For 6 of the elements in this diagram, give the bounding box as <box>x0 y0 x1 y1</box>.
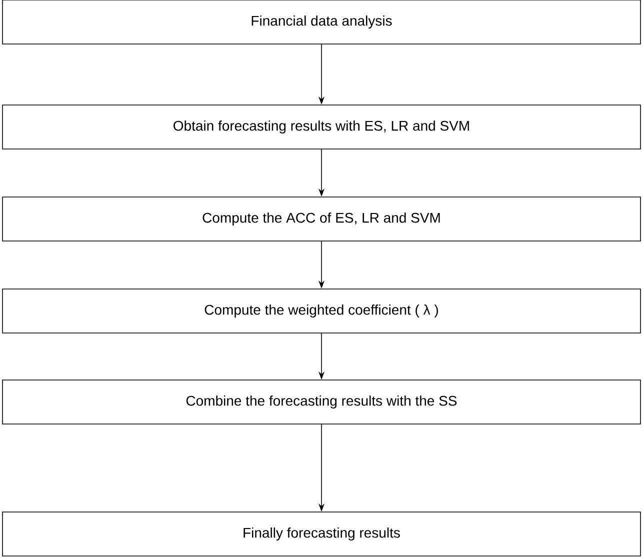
process-box: Financial data analysis <box>2 0 641 44</box>
process-box: Compute the ACC of ES, LR and SVM <box>2 196 641 242</box>
process-box: Finally forecasting results <box>2 512 641 556</box>
process-box: Combine the forecasting results with the SS <box>2 380 641 424</box>
process-box: Obtain forecasting results with ES, LR and SVM <box>2 104 641 150</box>
process-box: Compute the weighted coefficient ( λ ) <box>2 288 641 334</box>
